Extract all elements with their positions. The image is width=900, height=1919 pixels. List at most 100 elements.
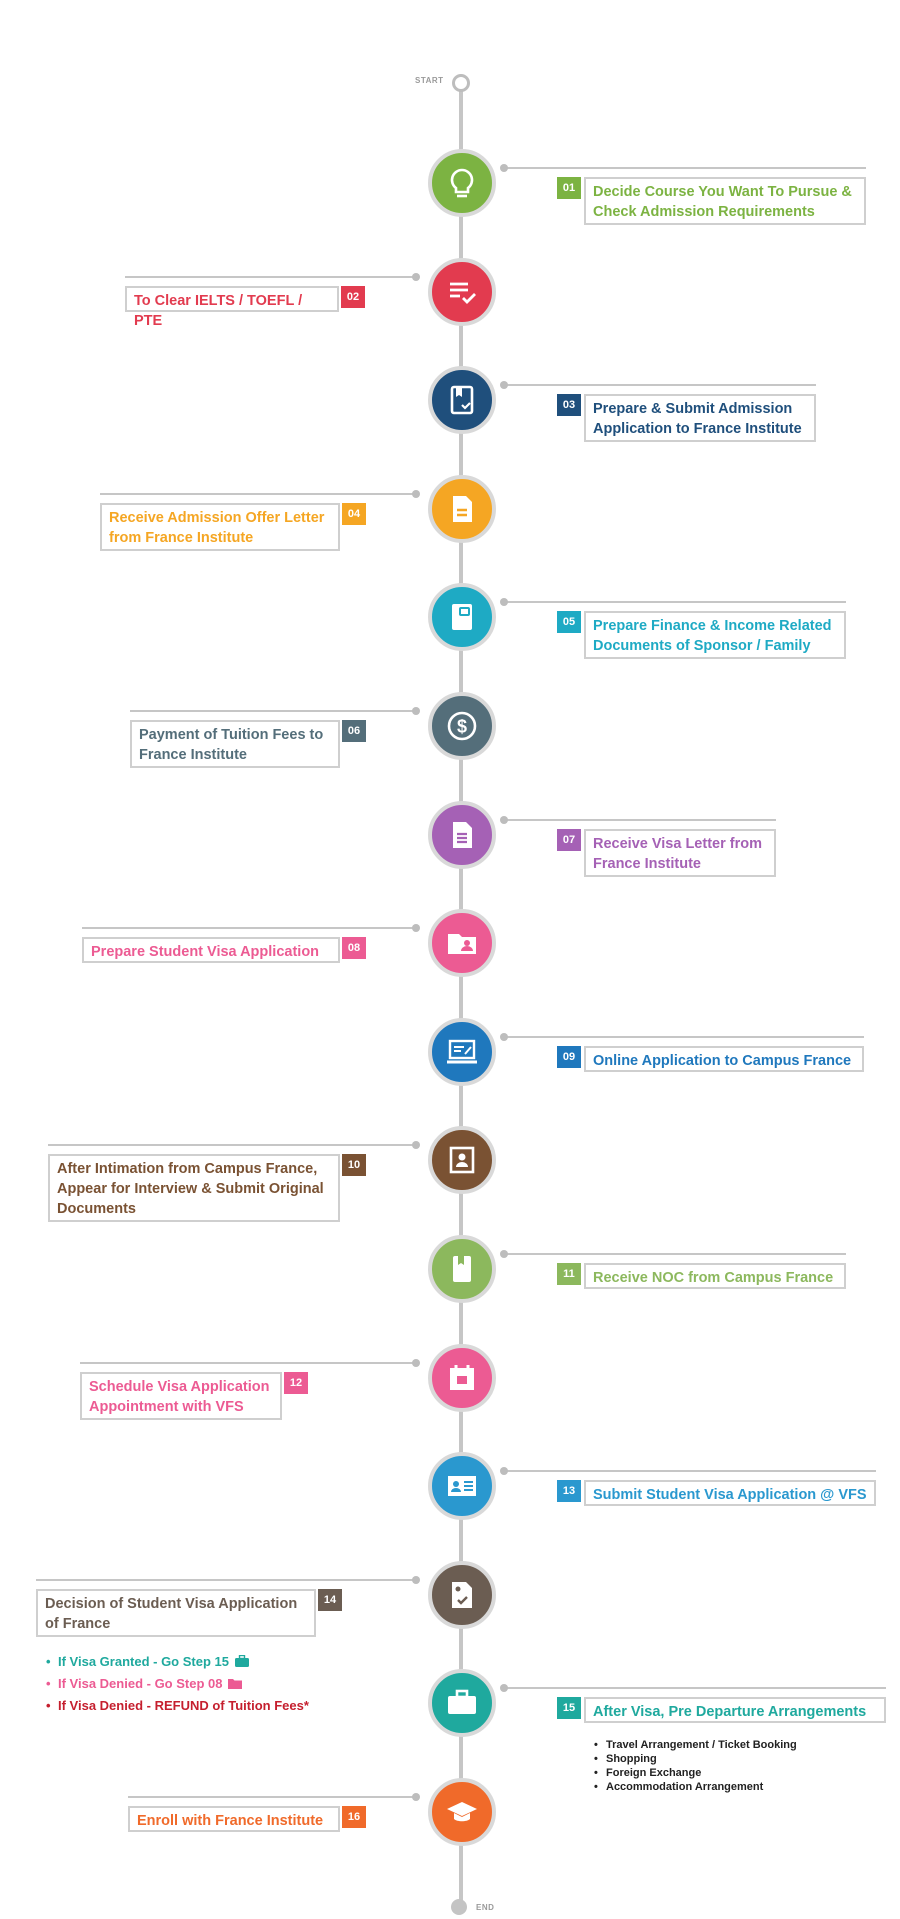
leader-line xyxy=(504,1036,864,1038)
leader-dot xyxy=(412,1359,420,1367)
briefcase-icon xyxy=(234,1655,249,1667)
step-number-01: 01 xyxy=(557,177,581,199)
leader-dot xyxy=(500,164,508,172)
folder-icon xyxy=(228,1679,243,1689)
leader-line xyxy=(80,1362,416,1364)
step-node-10 xyxy=(428,1126,496,1194)
step-node-05 xyxy=(428,583,496,651)
step-number-14: 14 xyxy=(318,1589,342,1611)
step-node-14 xyxy=(428,1561,496,1629)
pre-departure-item: Travel Arrangement / Ticket Booking xyxy=(594,1738,797,1752)
leader-dot xyxy=(500,598,508,606)
step-number-12: 12 xyxy=(284,1372,308,1394)
step-number-10: 10 xyxy=(342,1154,366,1176)
leader-line xyxy=(504,167,866,169)
noc-icon xyxy=(445,1252,479,1286)
step-label-16: Enroll with France Institute xyxy=(128,1806,340,1832)
step-number-02: 02 xyxy=(341,286,365,308)
id-frame-icon xyxy=(445,1143,479,1177)
leader-dot xyxy=(412,1576,420,1584)
leader-line xyxy=(504,819,776,821)
step-node-09 xyxy=(428,1018,496,1086)
leader-dot xyxy=(500,816,508,824)
step-label-06: Payment of Tuition Fees to France Instit… xyxy=(130,720,340,768)
step-label-02: To Clear IELTS / TOEFL / PTE xyxy=(125,286,339,329)
leader-dot xyxy=(500,1033,508,1041)
leader-line xyxy=(504,601,846,603)
pre-departure-item: Accommodation Arrangement xyxy=(594,1780,797,1794)
leader-dot xyxy=(500,1467,508,1475)
laptop-icon xyxy=(445,1035,479,1069)
step-number-04: 04 xyxy=(342,503,366,525)
start-marker xyxy=(452,74,470,92)
outcome-denied-refund: If Visa Denied - REFUND of Tuition Fees* xyxy=(46,1695,309,1717)
step-number-09: 09 xyxy=(557,1046,581,1068)
step-label-07: Receive Visa Letter from France Institut… xyxy=(584,829,776,877)
leader-line xyxy=(125,276,416,278)
step-node-16 xyxy=(428,1778,496,1846)
leader-line xyxy=(36,1579,416,1581)
step-label-01: Decide Course You Want To Pursue & Check… xyxy=(584,177,866,225)
checklist-icon xyxy=(445,275,479,309)
step-number-11: 11 xyxy=(557,1263,581,1285)
leader-line xyxy=(128,1796,416,1798)
step-label-04: Receive Admission Offer Letter from Fran… xyxy=(100,503,340,551)
leader-line xyxy=(130,710,416,712)
leader-dot xyxy=(412,273,420,281)
step-label-14: Decision of Student Visa Application of … xyxy=(36,1589,316,1637)
pre-departure-list: Travel Arrangement / Ticket Booking Shop… xyxy=(594,1738,797,1794)
step-number-15: 15 xyxy=(557,1697,581,1719)
end-marker xyxy=(451,1899,467,1915)
decision-doc-icon xyxy=(445,1578,479,1612)
id-card-icon xyxy=(445,1469,479,1503)
leader-dot xyxy=(412,924,420,932)
leader-dot xyxy=(412,1141,420,1149)
step-label-09: Online Application to Campus France xyxy=(584,1046,864,1072)
step-node-13 xyxy=(428,1452,496,1520)
step-label-03: Prepare & Submit Admission Application t… xyxy=(584,394,816,442)
leader-dot xyxy=(412,490,420,498)
leader-line xyxy=(504,1470,876,1472)
step-node-07 xyxy=(428,801,496,869)
step-node-11 xyxy=(428,1235,496,1303)
letter-icon xyxy=(445,818,479,852)
step-label-10: After Intimation from Campus France, App… xyxy=(48,1154,340,1222)
step-node-08 xyxy=(428,909,496,977)
step-number-06: 06 xyxy=(342,720,366,742)
outcome-granted: If Visa Granted - Go Step 15 xyxy=(46,1651,309,1673)
leader-line xyxy=(504,1253,846,1255)
leader-dot xyxy=(500,1250,508,1258)
step-node-04 xyxy=(428,475,496,543)
wallet-icon xyxy=(445,600,479,634)
leader-line xyxy=(82,927,416,929)
step-number-13: 13 xyxy=(557,1480,581,1502)
step-number-07: 07 xyxy=(557,829,581,851)
step-node-06: $ xyxy=(428,692,496,760)
step-number-05: 05 xyxy=(557,611,581,633)
step-label-05: Prepare Finance & Income Related Documen… xyxy=(584,611,846,659)
briefcase-icon xyxy=(445,1686,479,1720)
step-number-16: 16 xyxy=(342,1806,366,1828)
step-node-15 xyxy=(428,1669,496,1737)
timeline-axis xyxy=(459,84,463,1904)
step-number-03: 03 xyxy=(557,394,581,416)
step-label-08: Prepare Student Visa Application xyxy=(82,937,340,963)
pre-departure-item: Shopping xyxy=(594,1752,797,1766)
leader-line xyxy=(48,1144,416,1146)
leader-dot xyxy=(500,381,508,389)
outcome-denied-retry: If Visa Denied - Go Step 08 xyxy=(46,1673,309,1695)
document-icon xyxy=(445,492,479,526)
decision-outcomes: If Visa Granted - Go Step 15 If Visa Den… xyxy=(46,1651,309,1717)
bookmark-doc-icon xyxy=(445,383,479,417)
step-label-12: Schedule Visa Application Appointment wi… xyxy=(80,1372,282,1420)
folder-user-icon xyxy=(445,926,479,960)
step-node-02 xyxy=(428,258,496,326)
pre-departure-item: Foreign Exchange xyxy=(594,1766,797,1780)
leader-line xyxy=(504,1687,886,1689)
graduation-cap-icon xyxy=(445,1795,479,1829)
leader-dot xyxy=(412,1793,420,1801)
step-node-12 xyxy=(428,1344,496,1412)
step-number-08: 08 xyxy=(342,937,366,959)
leader-dot xyxy=(412,707,420,715)
